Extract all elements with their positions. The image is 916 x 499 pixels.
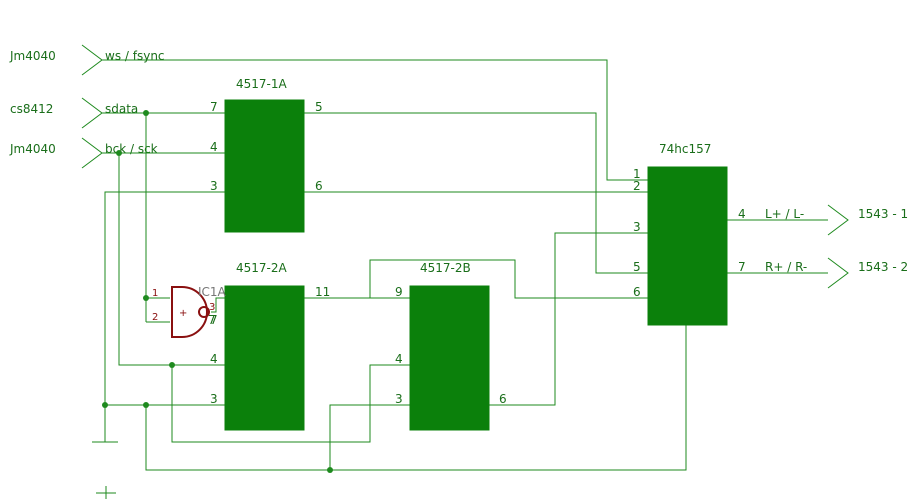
junctions bbox=[102, 110, 333, 473]
nand-gate-symbol: + bbox=[179, 308, 187, 319]
wires bbox=[92, 59, 828, 499]
output-r-part-label: 1543 - 2 bbox=[858, 260, 908, 274]
chip-4517-2b-pin4: 4 bbox=[395, 352, 403, 366]
chip-4517-2a-name: 4517-2A bbox=[236, 261, 288, 275]
chip-4517-2b-pin6: 6 bbox=[499, 392, 507, 406]
chip-74hc157-name: 74hc157 bbox=[659, 142, 711, 156]
junction-dot bbox=[143, 402, 149, 408]
input-bck-signal-label: bck / sck bbox=[105, 142, 158, 156]
nand-gate-ic1a[interactable]: IC1A 1 2 3 7 + bbox=[152, 285, 227, 338]
chip-74hc157-pin4: 4 bbox=[738, 207, 746, 221]
nand-gate-pin7: 7 bbox=[208, 313, 216, 327]
chip-4517-2a-pin11: 11 bbox=[315, 285, 330, 299]
output-l-part-label: 1543 - 1 bbox=[858, 207, 908, 221]
chip-4517-1a-pin6: 6 bbox=[315, 179, 323, 193]
chip-4517-1a-pin4: 4 bbox=[210, 140, 218, 154]
input-bck-part-label: Jm4040 bbox=[9, 142, 56, 156]
chip-74hc157-pin7: 7 bbox=[738, 260, 746, 274]
junction-dot bbox=[327, 467, 333, 473]
chip-4517-2b-pin3: 3 bbox=[395, 392, 403, 406]
output-r-signal-label: R+ / R- bbox=[765, 260, 807, 274]
nand-gate-name: IC1A bbox=[198, 285, 227, 299]
chip-74hc157-pin5: 5 bbox=[633, 260, 641, 274]
chip-4517-2a[interactable]: 4517-2A 7 4 3 11 bbox=[210, 261, 330, 431]
nand-gate-pin2: 2 bbox=[152, 312, 158, 323]
junction-dot bbox=[169, 362, 175, 368]
chip-4517-2b-name: 4517-2B bbox=[420, 261, 471, 275]
chip-74hc157-pin1: 1 bbox=[633, 167, 641, 181]
chip-74hc157-pin3: 3 bbox=[633, 220, 641, 234]
input-ws-part-label: Jm4040 bbox=[9, 49, 56, 63]
junction-dot bbox=[143, 295, 149, 301]
input-ws-signal-label: ws / fsync bbox=[105, 49, 165, 63]
output-l-signal-label: L+ / L- bbox=[765, 207, 804, 221]
nand-gate-pin3: 3 bbox=[209, 302, 215, 313]
chip-4517-1a[interactable]: 4517-1A 7 4 3 5 6 bbox=[210, 77, 323, 233]
output-port-r: R+ / R- 1543 - 2 bbox=[765, 257, 908, 289]
chip-4517-1a-pin3: 3 bbox=[210, 179, 218, 193]
junction-dot bbox=[102, 402, 108, 408]
nand-gate-pin1: 1 bbox=[152, 288, 158, 299]
junction-dot bbox=[143, 110, 149, 116]
chip-4517-2a-pin3: 3 bbox=[210, 392, 218, 406]
chip-74hc157-pin2: 2 bbox=[633, 179, 641, 193]
chip-4517-2a-pin4: 4 bbox=[210, 352, 218, 366]
junction-dot bbox=[116, 150, 122, 156]
input-sdata-part-label: cs8412 bbox=[10, 102, 53, 116]
chip-4517-1a-pin5: 5 bbox=[315, 100, 323, 114]
chip-4517-1a-name: 4517-1A bbox=[236, 77, 288, 91]
chip-4517-2a-pin7: 7 bbox=[210, 313, 218, 327]
chip-4517-1a-pin7: 7 bbox=[210, 100, 218, 114]
chip-4517-2b[interactable]: 4517-2B 9 4 3 6 bbox=[395, 261, 507, 431]
output-port-l: L+ / L- 1543 - 1 bbox=[765, 204, 908, 236]
input-sdata-signal-label: sdata bbox=[105, 102, 138, 116]
chip-74hc157-pin6: 6 bbox=[633, 285, 641, 299]
chip-4517-2b-pin9: 9 bbox=[395, 285, 403, 299]
chip-74hc157[interactable]: 74hc157 1 2 3 5 6 4 7 bbox=[633, 142, 746, 326]
